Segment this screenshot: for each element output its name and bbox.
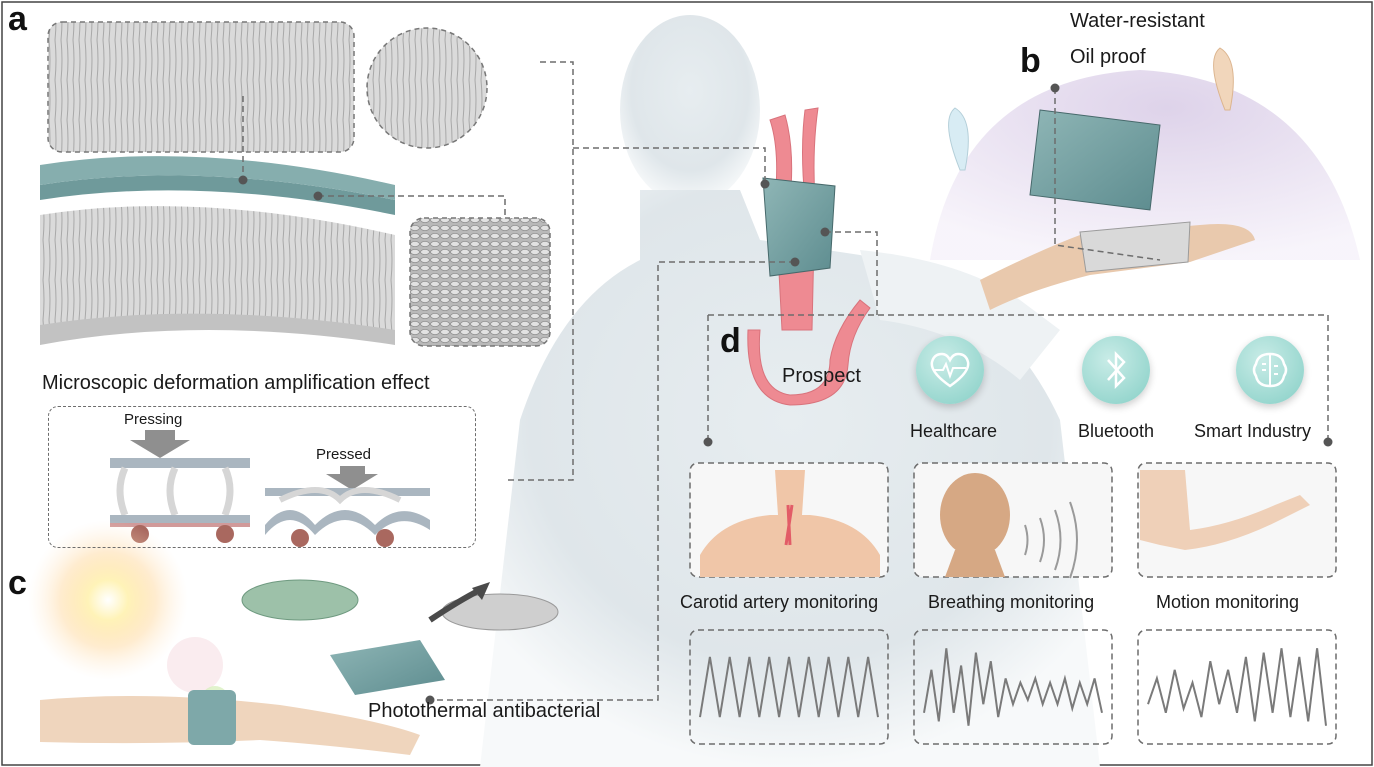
carotid-signal-trace — [699, 656, 879, 718]
bluetooth-icon — [1082, 336, 1150, 404]
oil-proof-label: Oil proof — [1070, 46, 1146, 68]
connector-lines — [242, 61, 1329, 701]
brain-chip-icon — [1236, 336, 1304, 404]
monitor-illustrations — [689, 462, 1337, 579]
monitoring-signals — [699, 648, 1327, 726]
motion-signal-trace — [1147, 648, 1327, 726]
motion-monitoring-label: Motion monitoring — [1156, 592, 1300, 612]
pressed-label: Pressed — [316, 446, 372, 463]
signal-box-breathing — [913, 629, 1113, 745]
pressing-frame — [48, 406, 476, 548]
breathing-signal-trace — [923, 648, 1103, 726]
bluetooth-label: Bluetooth — [1078, 421, 1155, 441]
panel-b-artwork — [930, 47, 1360, 310]
panel-label-b: b — [1020, 42, 1041, 80]
signal-box-carotid — [689, 629, 889, 745]
connector-dots — [238, 83, 1333, 705]
panel-a-artwork — [40, 21, 551, 347]
smart-industry-label: Smart Industry — [1194, 421, 1312, 441]
photothermal-caption: Photothermal antibacterial — [368, 700, 601, 722]
pressed-illustration — [265, 466, 430, 547]
carotid-monitoring-label: Carotid artery monitoring — [680, 592, 879, 612]
panel-label-c: c — [8, 564, 27, 602]
water-resistant-label: Water-resistant — [1070, 10, 1205, 32]
pressing-label: Pressing — [124, 411, 183, 428]
prospect-label: Prospect — [782, 365, 861, 387]
breathing-monitoring-label: Breathing monitoring — [928, 592, 1095, 612]
deformation-caption: Microscopic deformation amplification ef… — [42, 372, 430, 394]
heart-pulse-icon — [916, 336, 984, 404]
panel-label-d: d — [720, 322, 741, 360]
signal-box-motion — [1137, 629, 1337, 745]
panel-label-a: a — [8, 0, 27, 38]
healthcare-label: Healthcare — [910, 421, 998, 441]
panel-c-artwork — [28, 520, 559, 755]
neck-sensor-patch — [762, 177, 836, 277]
